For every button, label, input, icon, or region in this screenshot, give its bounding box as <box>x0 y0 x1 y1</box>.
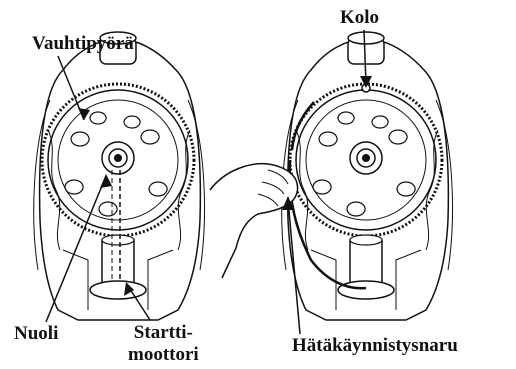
hole-label: Kolo <box>340 8 379 27</box>
emergency-rope-label: Hätäkäynnistysnaru <box>292 336 458 355</box>
arrow-label: Nuoli <box>14 324 58 343</box>
right-engine-drawing <box>282 32 453 320</box>
starter-motor-label-line2: moottori <box>128 344 199 366</box>
starter-motor-label-line1: Startti- <box>128 322 199 344</box>
left-engine-drawing <box>34 32 205 320</box>
starter-motor-label: Startti- moottori <box>128 322 199 366</box>
flywheel-label: Vauhtipyörä <box>32 34 134 53</box>
